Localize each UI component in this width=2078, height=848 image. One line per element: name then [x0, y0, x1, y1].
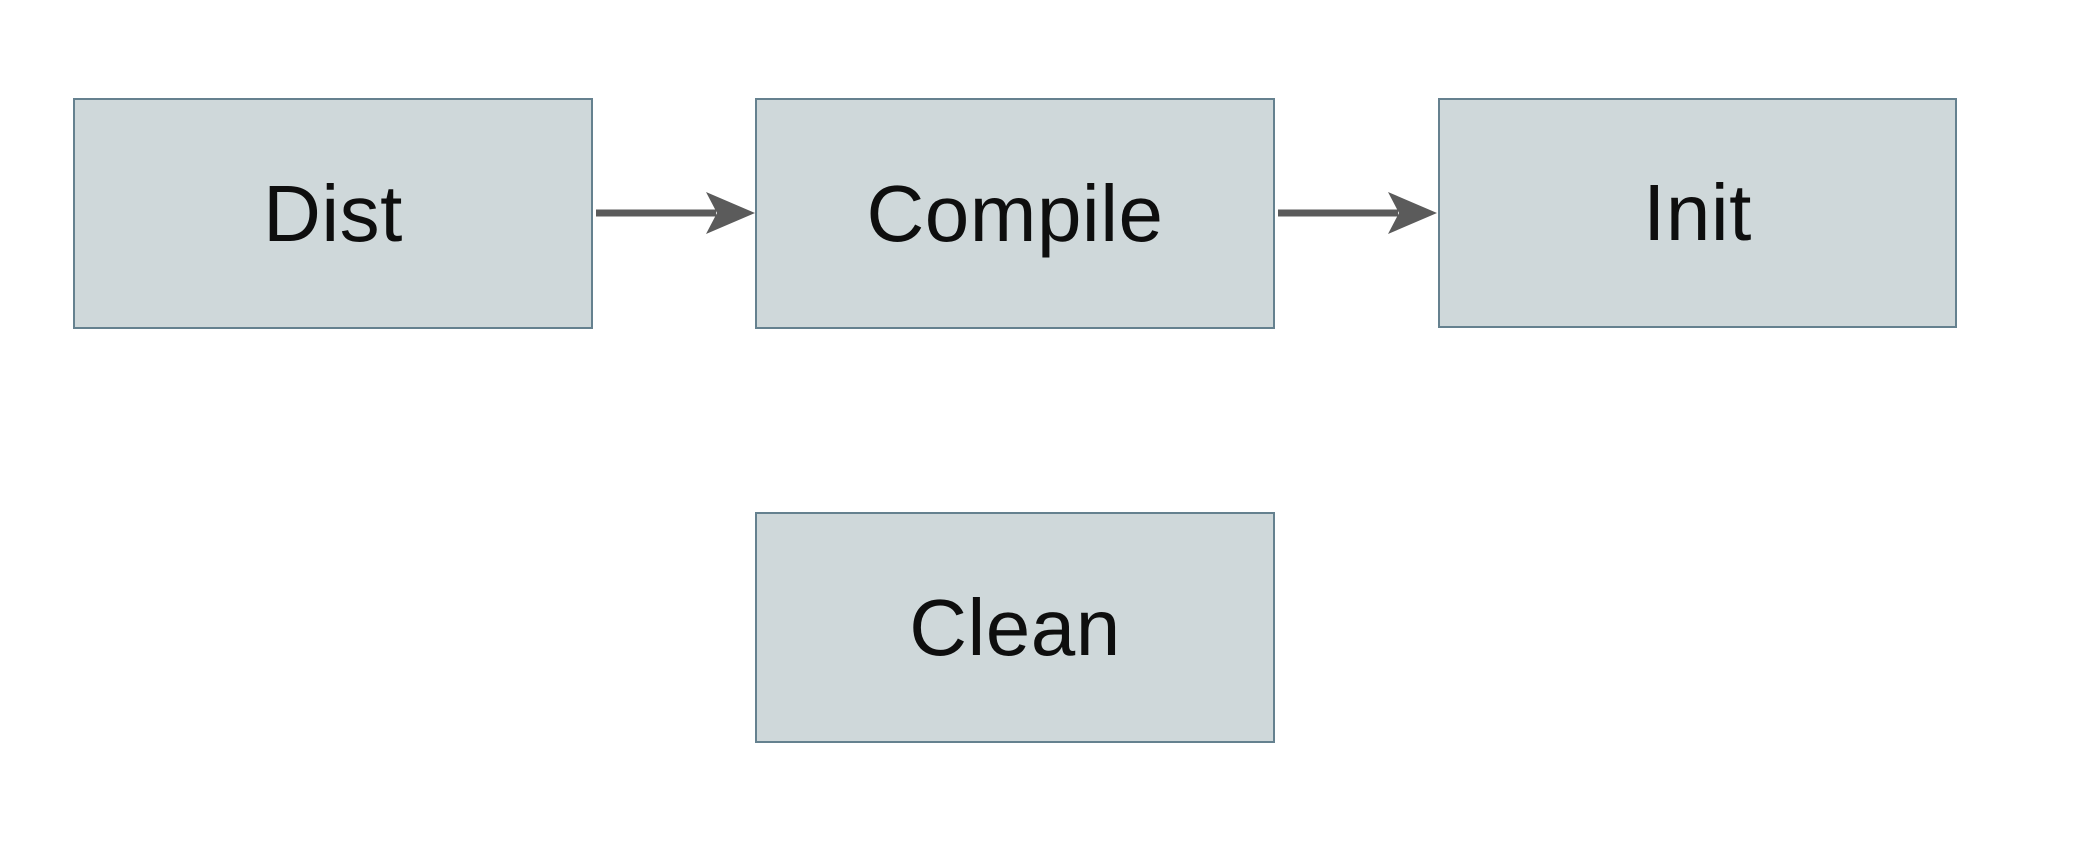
- node-compile-label: Compile: [866, 168, 1164, 258]
- arrow-dist-to-compile[interactable]: [596, 192, 755, 234]
- node-dist[interactable]: Dist: [73, 98, 593, 329]
- arrow-right-head-icon: [706, 192, 755, 234]
- node-init-label: Init: [1643, 168, 1752, 257]
- node-compile[interactable]: Compile: [755, 98, 1275, 329]
- arrow-compile-to-init[interactable]: [1278, 192, 1437, 234]
- node-init[interactable]: Init: [1438, 98, 1957, 328]
- arrow-right-head-icon: [1388, 192, 1437, 234]
- node-clean[interactable]: Clean: [755, 512, 1275, 743]
- node-dist-label: Dist: [263, 168, 403, 258]
- node-clean-label: Clean: [909, 582, 1121, 672]
